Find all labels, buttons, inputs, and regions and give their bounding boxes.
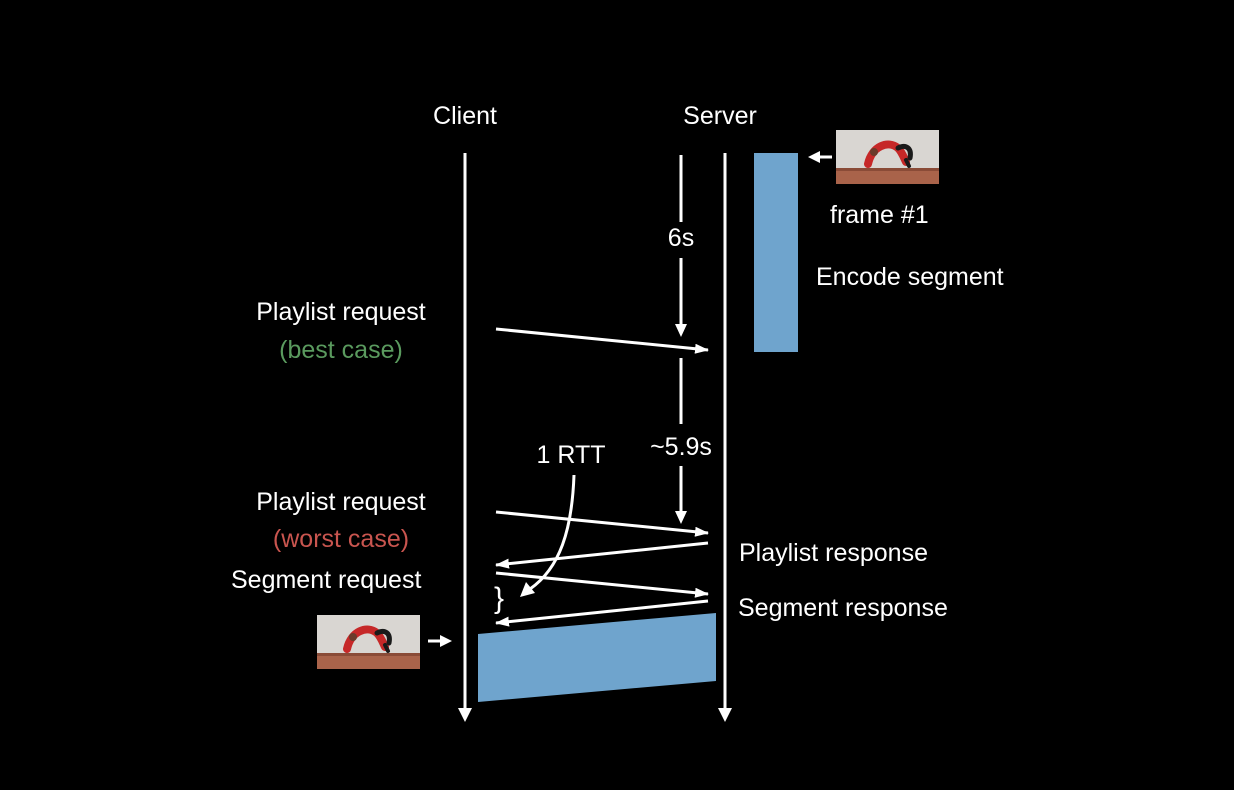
server-timeline-arrowhead bbox=[718, 708, 732, 722]
client-timeline-arrowhead bbox=[458, 708, 472, 722]
rtt-arrowhead bbox=[520, 582, 535, 597]
segment-request-arrow bbox=[495, 571, 709, 598]
encode-segment-bar bbox=[754, 153, 798, 352]
rtt-curved-arrow bbox=[529, 474, 576, 591]
frame-thumbnail-icon bbox=[836, 130, 939, 184]
playlist-request-best-label: Playlist request bbox=[256, 298, 426, 326]
client-frame-thumbnail-icon bbox=[317, 615, 420, 669]
client-segment-shape bbox=[478, 613, 716, 702]
playlist-response-label: Playlist response bbox=[739, 539, 928, 567]
playlist-request-worst-arrow bbox=[495, 510, 709, 537]
segment-response-label: Segment response bbox=[738, 594, 948, 622]
worst-case-label: (worst case) bbox=[272, 525, 410, 553]
interval-5-9s-arrowhead bbox=[675, 511, 687, 524]
rtt-label: 1 RTT bbox=[536, 441, 606, 469]
rtt-bracket: } bbox=[494, 582, 505, 615]
client-label: Client bbox=[433, 102, 497, 130]
server-label: Server bbox=[683, 102, 757, 130]
playlist-request-best-arrow bbox=[495, 327, 709, 354]
segment-request-label: Segment request bbox=[231, 566, 422, 594]
interval-6s-arrowhead bbox=[675, 324, 687, 337]
playlist-response-arrow bbox=[495, 541, 709, 569]
best-case-label: (best case) bbox=[279, 336, 403, 364]
arrow-right-icon bbox=[440, 635, 452, 647]
interval-5-9s-label: ~5.9s bbox=[650, 433, 712, 461]
interval-6s-label: 6s bbox=[667, 224, 695, 252]
playlist-request-worst-label: Playlist request bbox=[256, 488, 426, 516]
encode-segment-label: Encode segment bbox=[816, 263, 1004, 291]
frame-label: frame #1 bbox=[830, 201, 929, 229]
arrow-left-icon bbox=[808, 151, 820, 163]
segment-response-arrow bbox=[495, 599, 709, 627]
